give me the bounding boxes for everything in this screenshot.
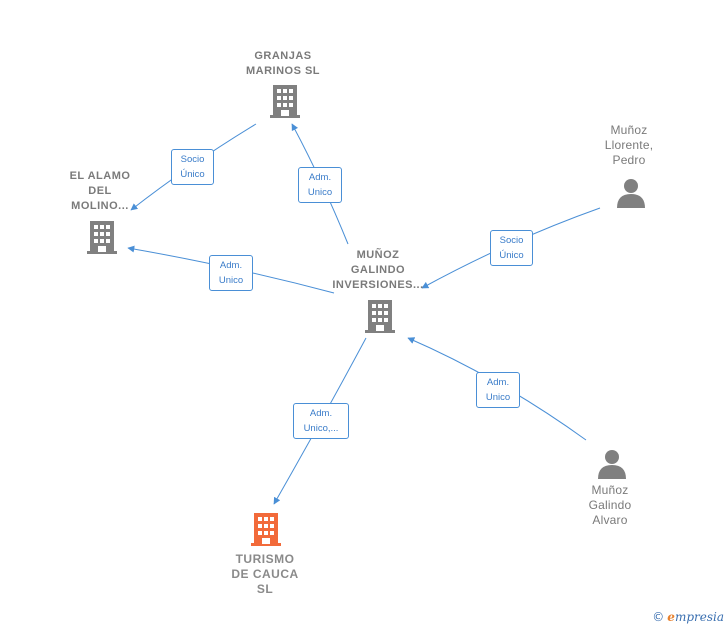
brand-name: mpresia [674,610,724,624]
copyright-symbol: © [652,610,665,624]
empresia-logo[interactable]: ©empresia [652,610,724,624]
person-icon [617,179,645,208]
node-label-munoz-galindo-alvaro: Muñoz Galindo Alvaro [588,483,632,527]
edge-label-adm-unico[interactable]: Adm. Unico [476,372,520,408]
building-icon [270,85,300,118]
edge-label-adm-unico[interactable]: Adm. Unico [209,255,253,291]
edge-label-adm-unico-more[interactable]: Adm. Unico,... [293,403,349,439]
node-label-el-alamo: EL ALAMO DEL MOLINO... [69,170,131,212]
node-label-turismo-de-cauca: TURISMO DE CAUCA SL [231,552,299,596]
building-icon [365,300,395,333]
person-icon [598,450,626,479]
edge-label-socio-unico[interactable]: Socio Único [490,230,533,266]
building-icon [87,221,117,254]
brand-initial: e [667,610,675,624]
node-label-munoz-galindo-inversiones: MUÑOZ GALINDO INVERSIONES... [332,249,424,291]
building-icon [251,513,281,546]
edge-label-socio-unico[interactable]: Socio Único [171,149,214,185]
node-label-munoz-llorente-pedro: Muñoz Llorente, Pedro [604,123,654,167]
edge-label-adm-unico[interactable]: Adm. Unico [298,167,342,203]
node-label-granjas-marinos: GRANJAS MARINOS SL [245,50,321,77]
